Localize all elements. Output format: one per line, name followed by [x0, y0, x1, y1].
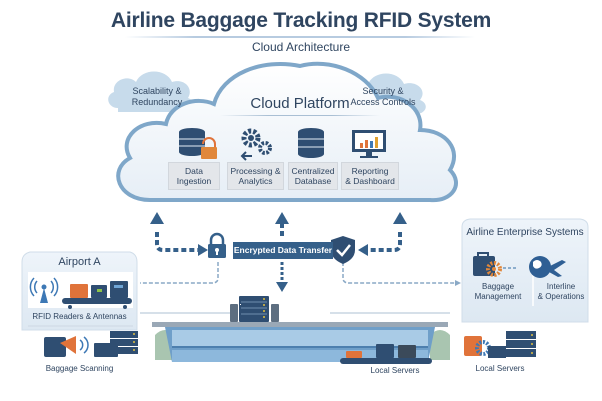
connector-to-airport — [140, 262, 219, 284]
service-card-reporting-dashboard: Reporting & Dashboard — [341, 162, 399, 190]
side-cloud-scalability — [108, 71, 194, 112]
conveyor-with-bags-icon — [62, 281, 132, 309]
diagram-subtitle: Cloud Architecture — [251, 40, 351, 54]
label-line: Scalability & — [132, 86, 182, 96]
side-cloud-security-label: Security & Access Controls — [338, 86, 428, 108]
padlock-icon — [208, 232, 226, 258]
service-label: Ingestion — [176, 176, 212, 186]
interline-operations-label: Interline & Operations — [535, 282, 587, 302]
database-lock-icon — [179, 128, 217, 159]
database-icon — [298, 128, 324, 158]
service-card-data-ingestion: Data Ingestion — [168, 162, 220, 190]
service-label: Database — [294, 176, 332, 186]
connector-center-down — [276, 262, 288, 292]
label-line: Management — [474, 292, 522, 301]
connector-to-enterprise — [342, 262, 461, 286]
enterprise-panel — [461, 218, 589, 323]
service-label: Processing & — [230, 165, 281, 176]
connector-left — [150, 212, 208, 256]
enterprise-servers-icon — [464, 331, 536, 358]
cloud-platform-title: Cloud Platform — [250, 95, 350, 112]
side-cloud-scalability-label: Scalability & Redundancy — [112, 86, 202, 108]
baggage-management-label: Baggage Management — [465, 282, 531, 302]
label-line: Security & — [362, 86, 404, 96]
enterprise-title: Airline Enterprise Systems — [466, 227, 584, 238]
monitor-chart-icon — [352, 130, 386, 158]
server-rack-icon — [230, 296, 279, 322]
terminal-local-servers-label: Local Servers — [370, 366, 420, 375]
encrypted-data-transfer-banner: Encrypted Data Transfer — [233, 242, 333, 259]
shield-check-icon — [331, 236, 355, 264]
enterprise-local-servers-label: Local Servers — [475, 364, 525, 373]
connector-right — [358, 212, 407, 256]
airport-title: Airport A — [58, 256, 101, 268]
baggage-scanning-label: Baggage Scanning — [45, 364, 114, 373]
rfid-readers-label: RFID Readers & Antennas — [32, 312, 127, 321]
label-line: Baggage — [481, 282, 515, 291]
service-label: Reporting — [351, 165, 389, 176]
cloud-title-divider — [220, 115, 380, 116]
service-label: Centralized — [291, 165, 335, 176]
terminal-building — [140, 312, 450, 362]
label-line: & Operations — [537, 292, 585, 301]
antenna-icon — [29, 277, 59, 303]
briefcase-gear-icon — [473, 252, 518, 277]
service-label: Data — [185, 165, 203, 176]
globe-plane-icon — [529, 256, 566, 278]
label-line: Redundancy — [131, 97, 183, 107]
conveyor-with-bags-icon — [340, 344, 432, 364]
service-label: & Dashboard — [345, 176, 395, 186]
label-line: Access Controls — [350, 97, 416, 107]
baggage-scanner-icon — [44, 331, 138, 357]
label-line: Interline — [546, 282, 576, 291]
diagram-title: Airline Baggage Tracking RFID System — [110, 9, 492, 32]
gears-icon — [240, 128, 272, 161]
connector-center-up — [275, 212, 289, 236]
title-divider — [125, 36, 475, 38]
service-label: Analytics — [238, 176, 273, 186]
service-card-centralized-database: Centralized Database — [288, 162, 338, 190]
service-card-processing-analytics: Processing & Analytics — [227, 162, 284, 190]
